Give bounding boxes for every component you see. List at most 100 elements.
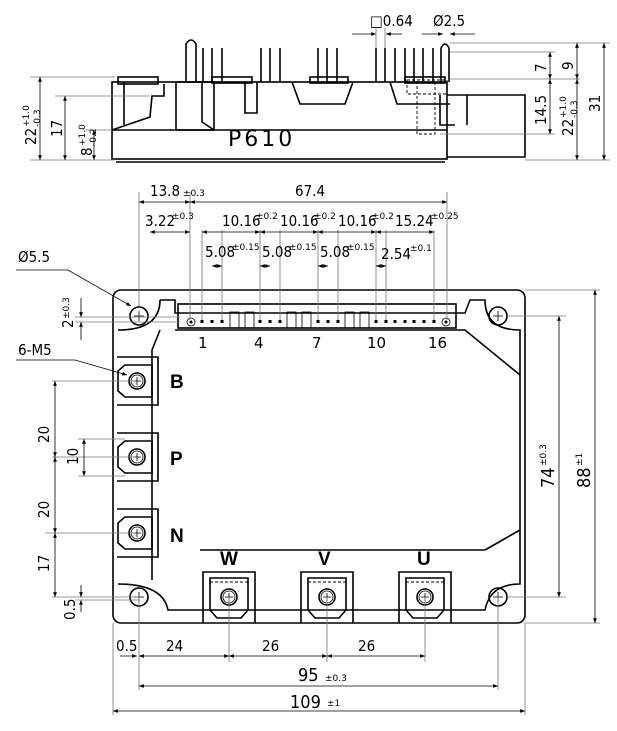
pin-number: 16 [428, 334, 447, 352]
svg-text:±1: ±1 [327, 699, 340, 709]
dim-pitch-10-16-b: 10.16 [280, 212, 319, 230]
connector-slot [286, 311, 297, 329]
pin-number: 7 [312, 334, 322, 352]
pin-number: 4 [254, 334, 264, 352]
signal-pin [326, 320, 330, 323]
pitch-dimension-lines [149, 230, 435, 320]
hole-diameter-callout: Ø5.5 [18, 248, 50, 266]
dim-13-8: 13.8 [150, 182, 180, 200]
dim-pitch-10-16-a: 10.16 [222, 212, 261, 230]
svg-text:±0.2: ±0.2 [314, 212, 336, 222]
side-pins [185, 39, 450, 82]
dim-24: 24 [166, 637, 183, 655]
dim-67-4: 67.4 [295, 182, 325, 200]
connector-slot [359, 311, 370, 329]
svg-text:±0.15: ±0.15 [232, 243, 260, 253]
dim-height-17: 17 [48, 120, 66, 137]
signal-pin [278, 320, 282, 323]
svg-text:±1: ±1 [575, 453, 585, 466]
svg-text:±0.15: ±0.15 [289, 243, 317, 253]
dim-pitch-2-54: 2.54 [381, 245, 411, 263]
svg-text:-0.3: -0.3 [33, 109, 43, 127]
dim-pin-diameter: Ø2.5 [433, 12, 465, 30]
pin-number: 1 [198, 334, 208, 352]
dim-hole-offset: 2 [59, 319, 77, 328]
svg-text:±0.25: ±0.25 [431, 212, 459, 222]
signal-pin [336, 320, 340, 323]
terminal-pad [405, 577, 445, 619]
terminal-label-u: U [417, 549, 431, 570]
dim-0-5-bottom: 0.5 [116, 637, 137, 655]
svg-text:±0.2: ±0.2 [256, 212, 278, 222]
pin-number: 10 [367, 334, 386, 352]
signal-pin [422, 320, 426, 323]
dim-pitch-10-16-c: 10.16 [338, 212, 377, 230]
signal-pin [412, 320, 416, 323]
signal-pin [316, 320, 320, 323]
signal-pin [384, 320, 388, 323]
screw-callout: 6-M5 [18, 341, 52, 359]
dim-height-31: 31 [586, 95, 604, 112]
module-outline [112, 289, 526, 624]
dim-74: 74 [538, 467, 559, 488]
connector-slot [344, 311, 355, 329]
connector-slot [244, 311, 255, 329]
dim-95: 95 [298, 665, 319, 686]
dim-88: 88 [574, 467, 595, 488]
signal-connector [177, 303, 457, 329]
dim-20-b: 20 [35, 501, 53, 518]
alignment-pin [441, 317, 451, 327]
alignment-pin-center [444, 320, 448, 324]
connector-slot [229, 311, 240, 329]
dim-26-b: 26 [358, 637, 375, 655]
svg-text:+1.0: +1.0 [559, 96, 569, 118]
svg-text:±0.2: ±0.2 [372, 212, 394, 222]
dim-0-5-left: 0.5 [61, 599, 79, 620]
svg-text:±0.3: ±0.3 [539, 444, 549, 466]
signal-pin [210, 320, 214, 323]
terminal-frame [117, 432, 159, 482]
svg-text:±0.3: ±0.3 [183, 189, 205, 199]
side-view: P610 22 +1.0 -0.3 17 8 +1.0 -0.2 □0.64 Ø… [22, 12, 610, 163]
dim-20-a: 20 [35, 426, 53, 443]
connector-slot [301, 311, 312, 329]
svg-text:±0.1: ±0.1 [410, 244, 432, 254]
dim-pin-square: □0.64 [370, 12, 413, 30]
dim-109: 109 [290, 692, 321, 713]
pin-number-labels: 1 4 7 10 16 [198, 334, 447, 352]
top-view: 1 4 7 10 16 B P N W V U 13.8 ±0.3 67.4 [16, 182, 600, 715]
terminal-frame [300, 571, 354, 623]
dim-height-8: 8 [78, 147, 96, 156]
dim-26-a: 26 [262, 637, 279, 655]
svg-text:±0.15: ±0.15 [347, 243, 375, 253]
svg-text:±0.3: ±0.3 [325, 674, 347, 684]
signal-pin [432, 320, 436, 323]
terminal-frame [202, 571, 256, 623]
signal-pins [186, 311, 451, 329]
terminal-label-v: V [318, 549, 331, 570]
terminal-pad [209, 577, 249, 619]
dim-height-14-5: 14.5 [532, 95, 550, 125]
model-label: P610 [228, 127, 295, 152]
svg-text:-0.2: -0.2 [89, 128, 99, 146]
dim-17: 17 [35, 555, 53, 572]
terminal-label-b: B [170, 372, 184, 393]
signal-pin [393, 320, 397, 323]
dim-10: 10 [64, 448, 82, 465]
svg-text:+1.0: +1.0 [78, 124, 88, 146]
signal-pin [403, 320, 407, 323]
dim-pin-9: 9 [559, 61, 577, 70]
terminal-label-w: W [220, 549, 238, 570]
alignment-pin-center [189, 320, 193, 324]
signal-pin [220, 320, 224, 323]
terminal-frame [117, 356, 159, 406]
svg-text:+1.0: +1.0 [22, 105, 32, 127]
terminal-frame [398, 571, 452, 623]
terminal-label-n: N [170, 526, 184, 547]
dim-height-22-right: 22 [559, 119, 577, 136]
svg-text:-0.3: -0.3 [570, 100, 580, 118]
svg-text:±0.3: ±0.3 [172, 212, 194, 222]
dim-pitch-5-08-a: 5.08 [205, 243, 235, 261]
terminal-label-p: P [170, 449, 183, 470]
